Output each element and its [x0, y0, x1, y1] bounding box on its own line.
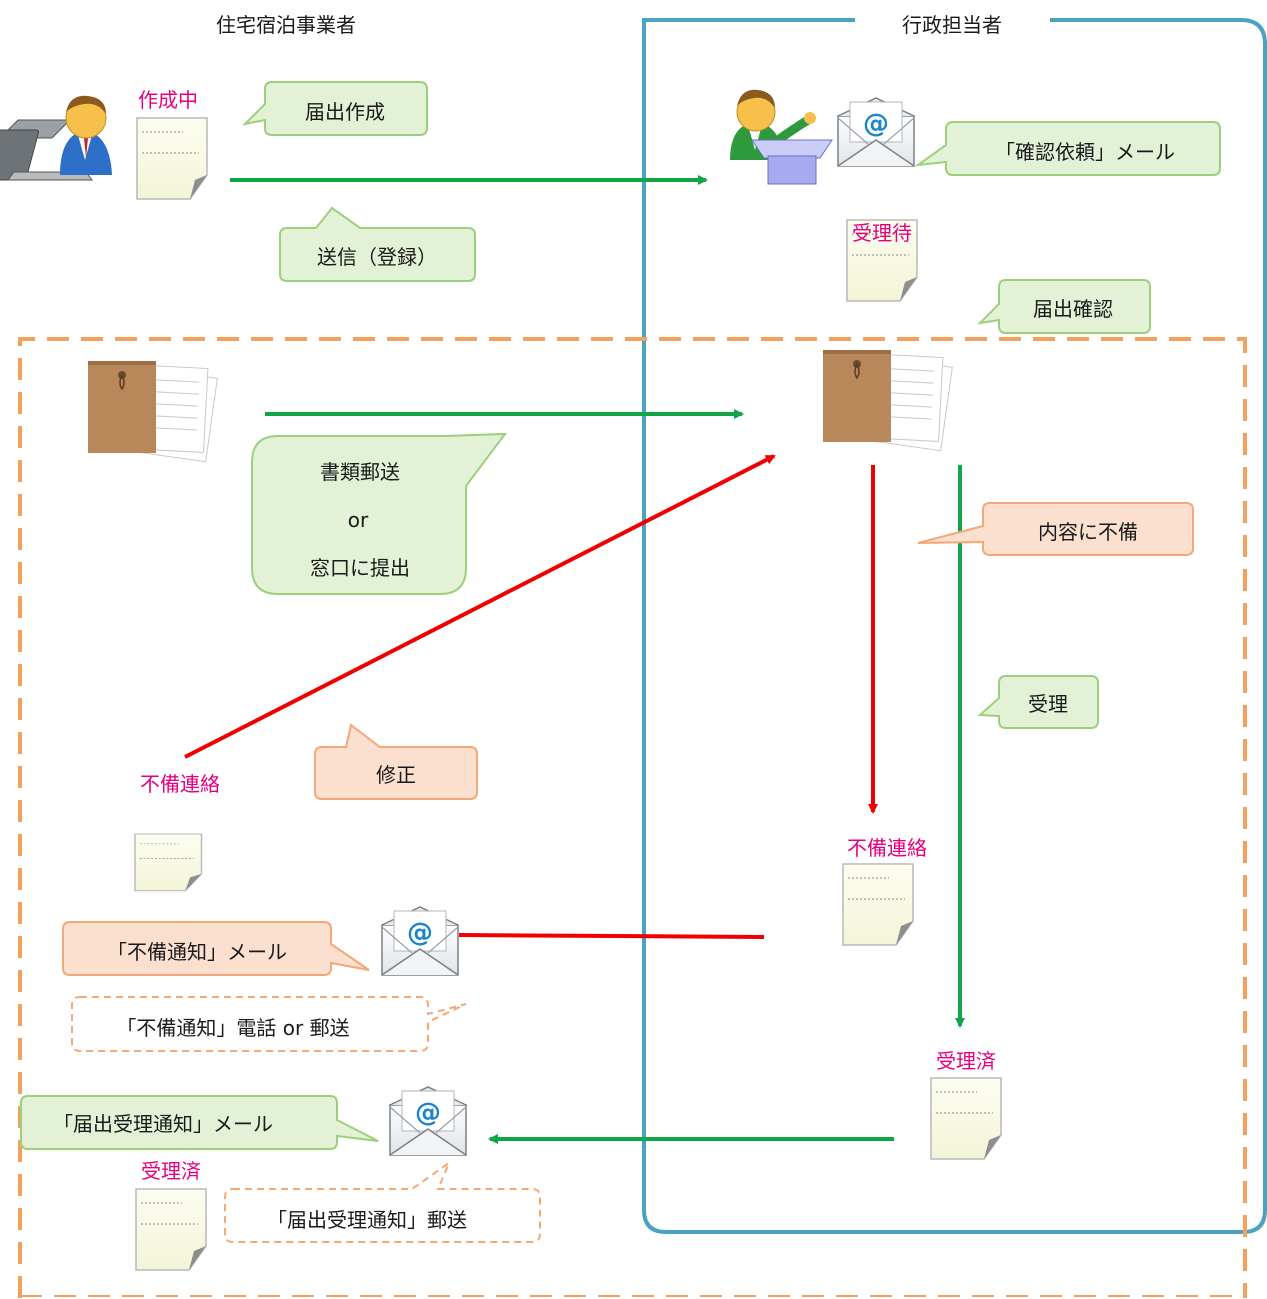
callout-accept: 受理 [977, 675, 1099, 729]
callout-defect-mail-text: 「不備通知」メール [107, 940, 287, 964]
document-icon-accepted-admin [930, 1077, 1002, 1160]
document-icon-defect-applicant [134, 833, 203, 892]
callout-defect-phone-text: 「不備通知」電話 or 郵送 [116, 1016, 349, 1040]
envelope-icon-admin [837, 97, 915, 167]
envelope-documents-icon-admin [822, 349, 954, 452]
arrow-resubmit [184, 454, 776, 759]
callout-accept-mail: 「届出受理通知」メール [20, 1095, 379, 1150]
doc-label-defect-applicant: 不備連絡 [140, 772, 220, 796]
callout-create: 届出作成 [241, 81, 428, 136]
callout-accept-mail-text: 「届出受理通知」メール [53, 1112, 273, 1136]
callout-fix: 修正 [314, 723, 478, 800]
callout-accept-text: 受理 [1028, 692, 1068, 716]
envelope-icon-defect [381, 906, 459, 976]
callout-check-text: 届出確認 [1033, 297, 1113, 321]
document-icon-drafting [136, 117, 208, 200]
callout-check: 届出確認 [977, 279, 1151, 334]
callout-confirm-mail-text: 「確認依頼」メール [995, 140, 1175, 164]
callout-fix-text: 修正 [376, 763, 416, 787]
callout-submit: 書類郵送 or 窓口に提出 [251, 432, 508, 595]
doc-label-pending: 受理待 [852, 221, 912, 245]
admin-person-icon [730, 89, 833, 185]
callout-defect-phone: 「不備通知」電話 or 郵送 [71, 996, 467, 1052]
callout-create-text: 届出作成 [305, 100, 385, 124]
lane-title-applicant: 住宅宿泊事業者 [216, 13, 356, 37]
callout-defect-text: 内容に不備 [1038, 520, 1138, 544]
document-icon-defect-admin [842, 863, 914, 946]
envelope-icon-accept [389, 1086, 467, 1156]
envelope-documents-icon-applicant [87, 360, 219, 463]
applicant-person-icon [0, 95, 112, 181]
callout-accept-post-text: 「届出受理通知」郵送 [267, 1208, 467, 1232]
lane-title-admin: 行政担当者 [902, 13, 1002, 37]
callout-submit-line2: or [348, 508, 369, 532]
callout-accept-post: 「届出受理通知」郵送 [224, 1160, 541, 1243]
callout-send-text: 送信（登録） [317, 245, 437, 269]
postal-area-border [18, 337, 1247, 1298]
doc-label-accepted-applicant: 受理済 [141, 1159, 201, 1183]
callout-submit-line3: 窓口に提出 [310, 556, 410, 580]
callout-defect-mail: 「不備通知」メール [62, 921, 370, 976]
admin-lane-border [642, 18, 1267, 1234]
doc-label-accepted-admin: 受理済 [936, 1049, 996, 1073]
callout-defect: 内容に不備 [917, 502, 1194, 556]
callout-send: 送信（登録） [279, 206, 476, 282]
callout-confirm-mail: 「確認依頼」メール [914, 121, 1221, 176]
doc-label-defect-admin: 不備連絡 [847, 836, 927, 860]
doc-label-drafting: 作成中 [138, 88, 198, 112]
document-icon-accepted-applicant [135, 1188, 207, 1271]
callout-submit-line1: 書類郵送 [320, 460, 400, 484]
arrow-defect-notice [458, 933, 765, 939]
